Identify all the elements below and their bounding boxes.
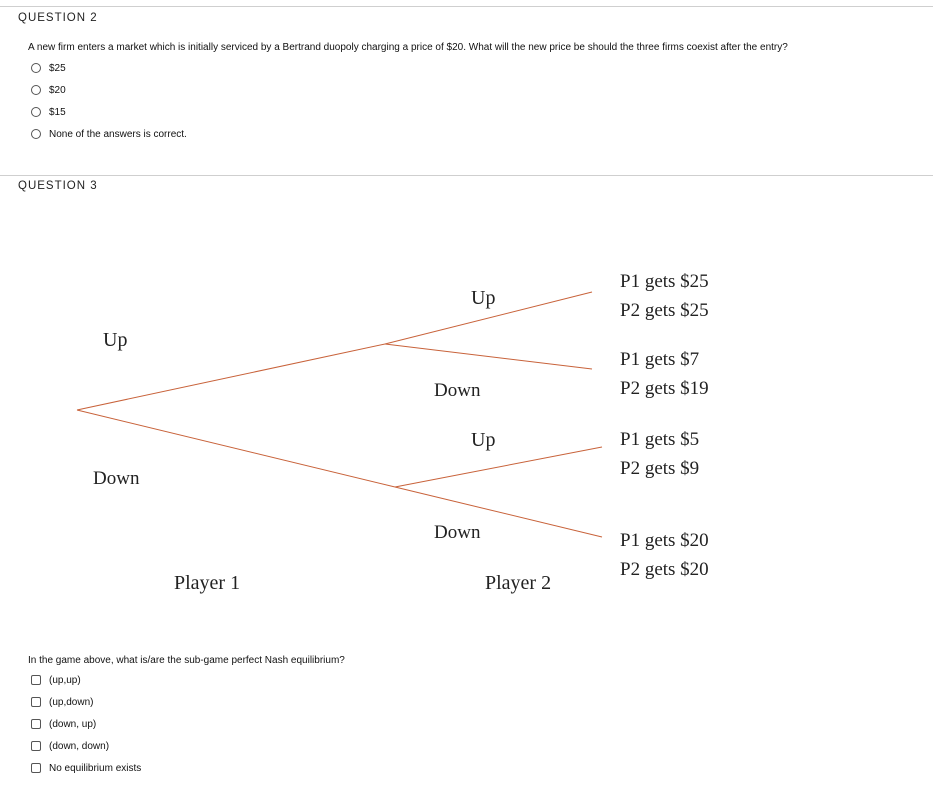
radio-button[interactable] bbox=[31, 107, 41, 117]
option-label: (down, down) bbox=[49, 740, 110, 752]
question2-option-3[interactable]: $15 bbox=[31, 105, 66, 119]
radio-button[interactable] bbox=[31, 63, 41, 73]
tree-branches bbox=[76, 291, 603, 538]
option-label: (down, up) bbox=[49, 718, 97, 730]
option-label: $25 bbox=[49, 62, 66, 74]
p1-up-label: Up bbox=[103, 329, 127, 351]
branch-bottom-down bbox=[394, 486, 603, 538]
player2-label: Player 2 bbox=[485, 572, 551, 594]
radio-button[interactable] bbox=[31, 85, 41, 95]
checkbox[interactable] bbox=[31, 741, 41, 751]
checkbox[interactable] bbox=[31, 697, 41, 707]
question3-option-5[interactable]: No equilibrium exists bbox=[31, 761, 141, 775]
option-label: No equilibrium exists bbox=[49, 762, 142, 774]
option-label: $20 bbox=[49, 84, 66, 96]
branch-p1-up bbox=[76, 343, 386, 411]
p2-bottom-up-label: Up bbox=[471, 429, 495, 451]
option-label: (up,down) bbox=[49, 696, 94, 708]
question2-top-rule bbox=[0, 6, 933, 7]
p1-down-label: Down bbox=[93, 468, 140, 489]
payoff-1-p1: P1 gets $25 bbox=[620, 271, 709, 292]
question3-option-2[interactable]: (up,down) bbox=[31, 695, 93, 709]
payoff-2-p2: P2 gets $19 bbox=[620, 378, 709, 399]
payoff-2-p1: P1 gets $7 bbox=[620, 349, 699, 370]
question2-option-2[interactable]: $20 bbox=[31, 83, 66, 97]
question3-prompt: In the game above, what is/are the sub-g… bbox=[28, 655, 345, 666]
game-tree-diagram: Up Down Up Down Up Down Player 1 Player … bbox=[76, 271, 709, 594]
question3-top-rule bbox=[0, 175, 933, 176]
question2-heading: QUESTION 2 bbox=[18, 12, 98, 24]
question3-heading: QUESTION 3 bbox=[18, 180, 98, 192]
player1-label: Player 1 bbox=[174, 572, 240, 594]
branch-p1-down bbox=[76, 409, 396, 488]
checkbox[interactable] bbox=[31, 763, 41, 773]
payoff-3-p1: P1 gets $5 bbox=[620, 429, 699, 450]
question2-option-1[interactable]: $25 bbox=[31, 61, 66, 75]
p2-top-down-label: Down bbox=[434, 380, 481, 401]
branch-bottom-up bbox=[394, 446, 603, 488]
question3-option-1[interactable]: (up,up) bbox=[31, 673, 81, 687]
question3-option-4[interactable]: (down, down) bbox=[31, 739, 109, 753]
question2-prompt: A new firm enters a market which is init… bbox=[28, 42, 788, 53]
payoff-4-p2: P2 gets $20 bbox=[620, 559, 709, 580]
payoff-4-p1: P1 gets $20 bbox=[620, 530, 709, 551]
branch-top-up bbox=[384, 291, 593, 345]
option-label: $15 bbox=[49, 106, 66, 118]
checkbox[interactable] bbox=[31, 719, 41, 729]
option-label: (up,up) bbox=[49, 674, 81, 686]
question3-option-3[interactable]: (down, up) bbox=[31, 717, 96, 731]
payoff-1-p2: P2 gets $25 bbox=[620, 300, 709, 321]
radio-button[interactable] bbox=[31, 129, 41, 139]
payoff-3-p2: P2 gets $9 bbox=[620, 458, 699, 479]
question2-option-4[interactable]: None of the answers is correct. bbox=[31, 127, 187, 141]
p2-bottom-down-label: Down bbox=[434, 522, 481, 543]
option-label: None of the answers is correct. bbox=[49, 128, 187, 140]
checkbox[interactable] bbox=[31, 675, 41, 685]
branch-top-down bbox=[384, 343, 593, 370]
p2-top-up-label: Up bbox=[471, 287, 495, 309]
